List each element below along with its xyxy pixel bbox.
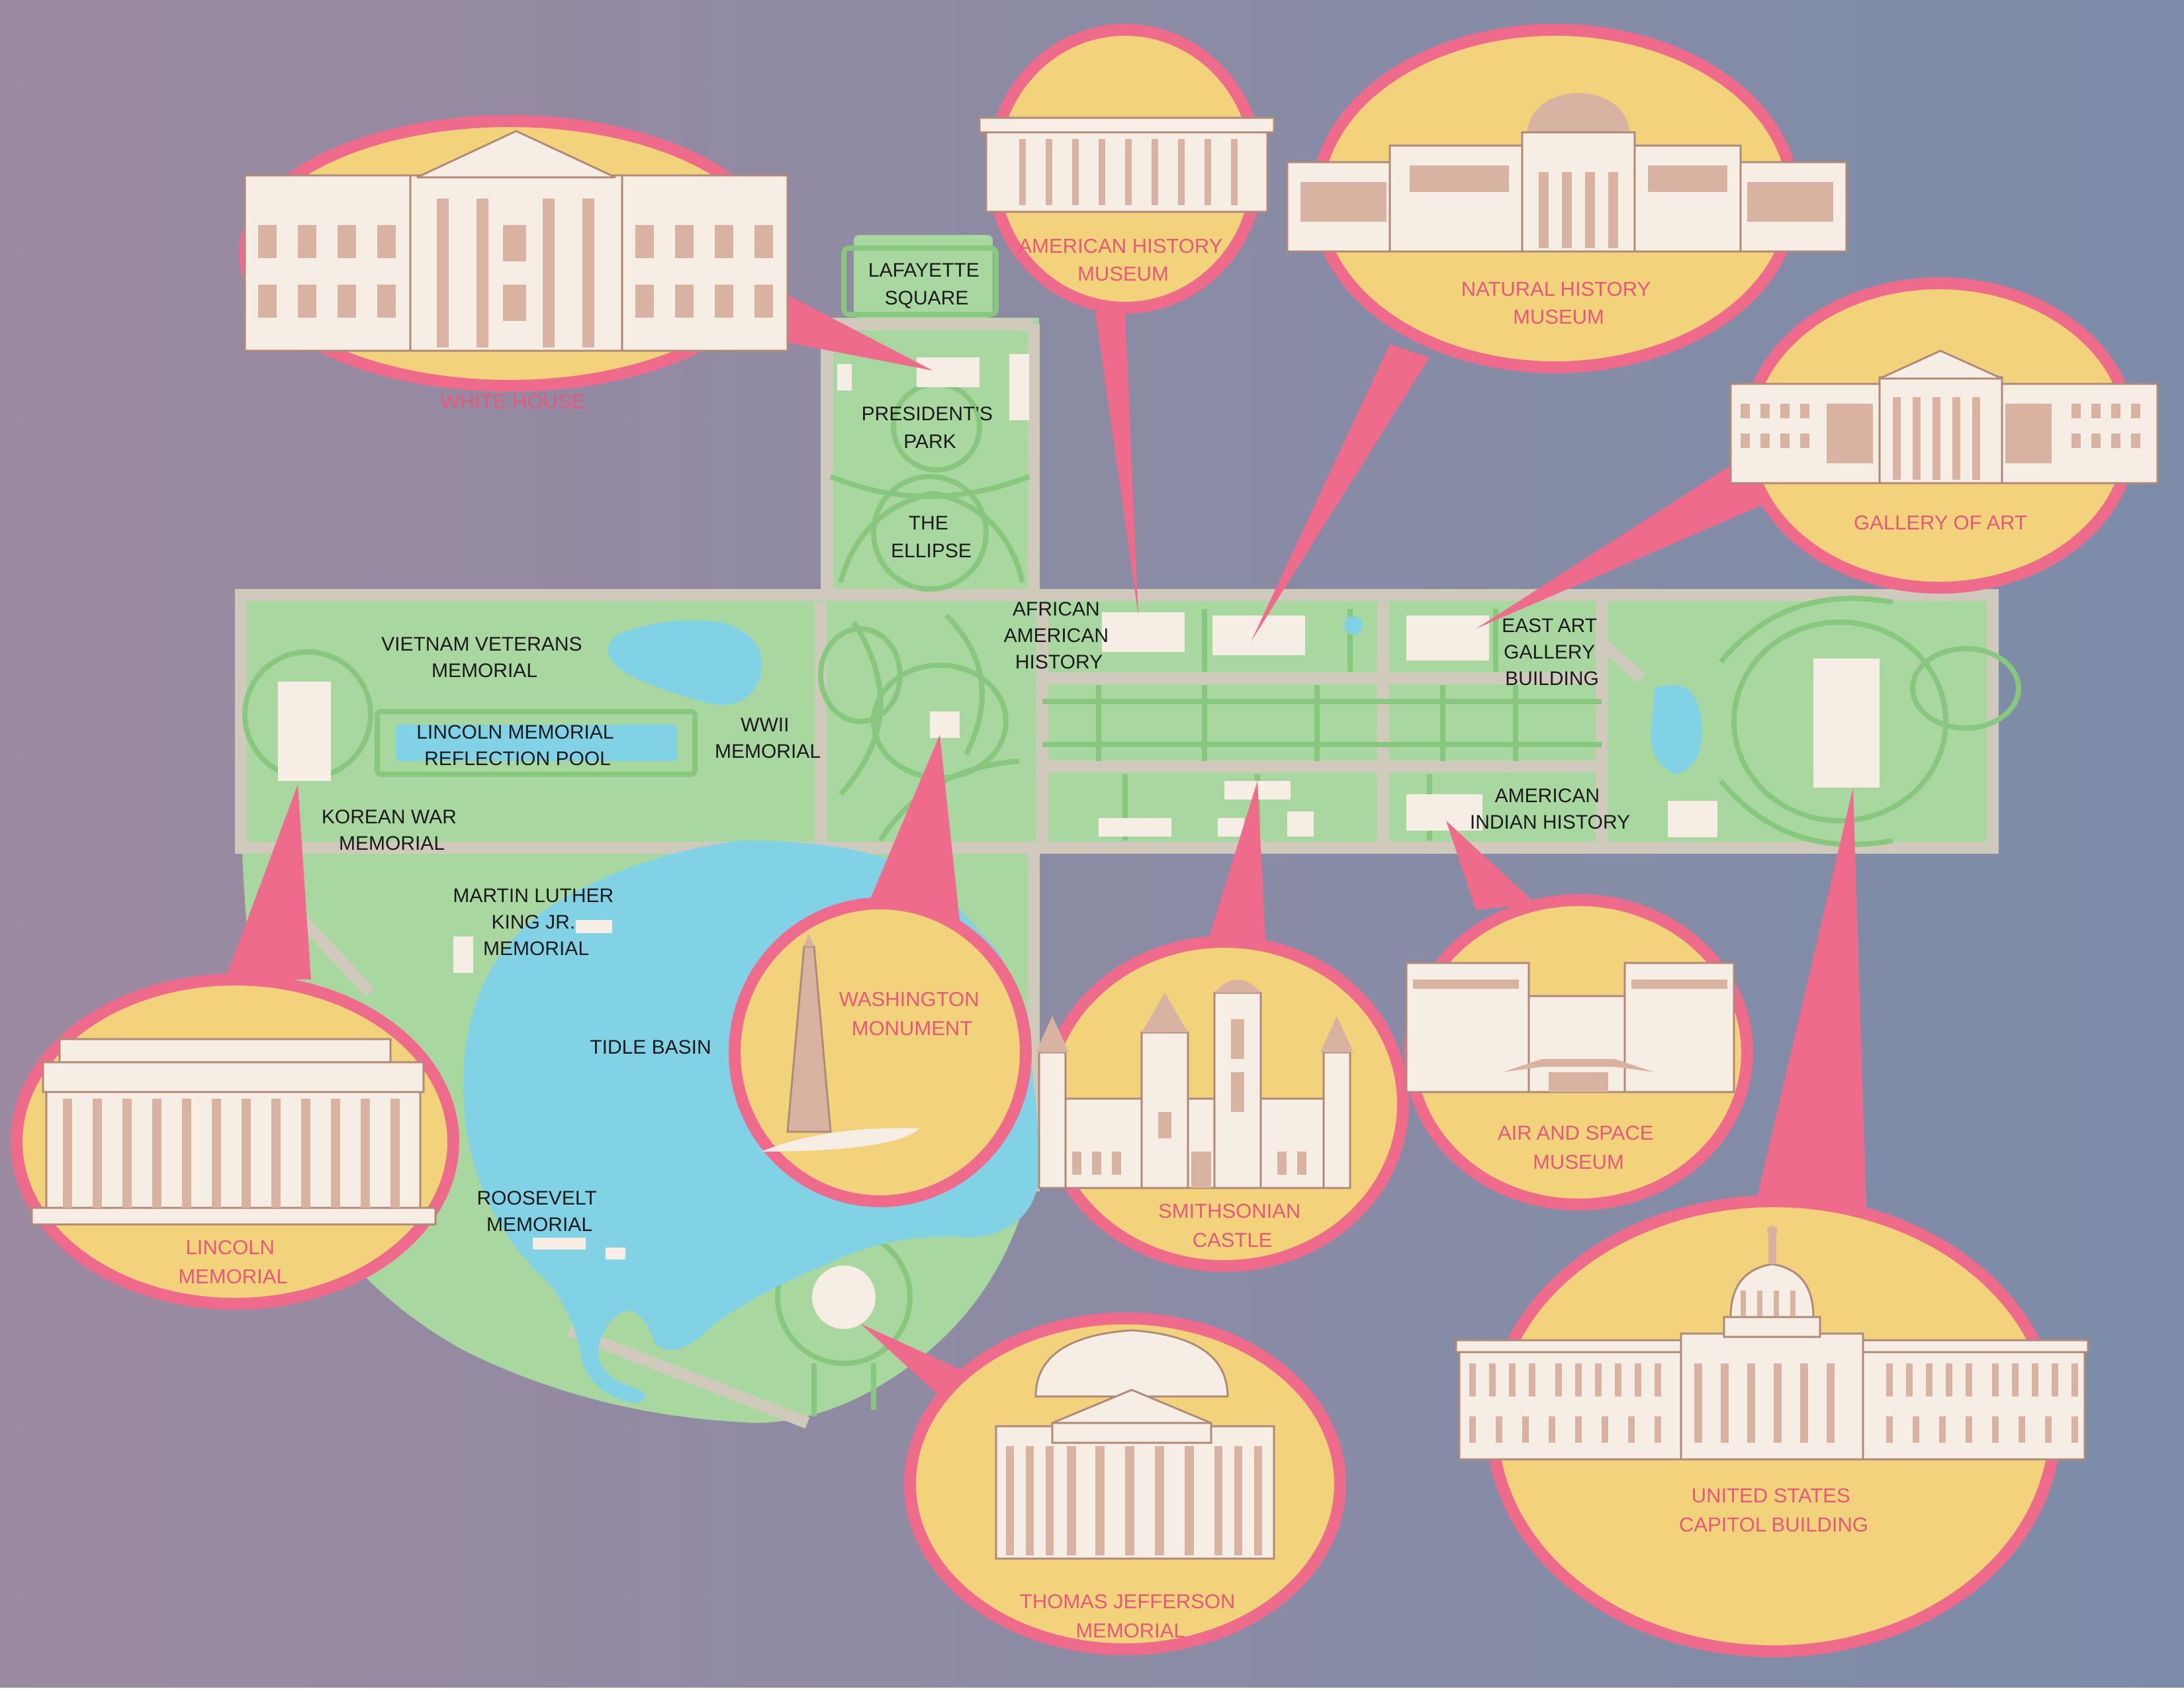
label-line: ELLIPSE (891, 540, 972, 562)
label-line: TIDLE BASIN (590, 1036, 711, 1058)
map-labels: LAFAYETTE SQUARE PRESIDENT’S PARK THE EL… (322, 259, 1630, 1236)
constitution-pond (608, 620, 762, 705)
callout-label: UNITED STATES (1692, 1484, 1850, 1507)
label-line: LINCOLN MEMORIAL (416, 721, 614, 743)
label-line: KING JR. (491, 911, 575, 933)
label-the-ellipse: THE ELLIPSE (891, 512, 972, 562)
callout-air-and-space-museum[interactable]: AIR AND SPACE MUSEUM (1404, 821, 1753, 1211)
callout-lincoln-memorial[interactable]: LINCOLN MEMORIAL (11, 784, 459, 1310)
callout-label: GALLERY OF ART (1854, 511, 2027, 534)
callout-label: AIR AND SPACE (1498, 1121, 1653, 1144)
label-line: INDIAN HISTORY (1470, 811, 1630, 833)
label-line: BUILDING (1505, 668, 1599, 690)
svg-text:LINCOLN MEMORIAL: LINCOLN MEMORIAL (178, 1236, 287, 1288)
callout-gallery-of-art[interactable]: GALLERY OF ART (1476, 277, 2159, 629)
callout-smithsonian-castle[interactable]: SMITHSONIAN CASTLE (1036, 781, 1409, 1272)
callout-label: NATURAL HISTORY (1461, 277, 1651, 300)
gallery-of-art-illustration (1729, 349, 2159, 484)
svg-text:GALLERY OF ART: GALLERY OF ART (1854, 511, 2027, 534)
label-tidle-basin: TIDLE BASIN (590, 1036, 711, 1058)
label-korean-war-memorial: KOREAN WAR MEMORIAL (322, 806, 462, 854)
label-line: GALLERY (1504, 641, 1595, 663)
label-lincoln-memorial-reflection-pool: LINCOLN MEMORIAL REFLECTION POOL (416, 721, 619, 770)
label-line: PRESIDENT’S (862, 403, 993, 425)
american-history-museum-illustration (978, 116, 1275, 213)
white-house-illustration (244, 130, 789, 352)
svg-text:WHITE HOUSE: WHITE HOUSE (441, 390, 586, 413)
svg-text:AIR AND SPACE MUSEUM: AIR AND SPACE MUSEUM (1498, 1121, 1659, 1173)
callout-label: THOMAS JEFFERSON (1020, 1590, 1236, 1613)
label-line: MEMORIAL (715, 741, 821, 762)
svg-text:SMITHSONIAN CASTLE: SMITHSONIAN CASTLE (1158, 1199, 1306, 1252)
label-lafayette-square: LAFAYETTE SQUARE (868, 259, 985, 309)
reflecting-pool (396, 725, 677, 761)
label-line: MEMORIAL (432, 660, 537, 682)
natural-history-museum-illustration (1286, 93, 1848, 253)
callout-washington-monument[interactable]: WASHINGTON MONUMENT (729, 735, 1032, 1207)
washington-monument-illustration (761, 933, 920, 1152)
label-line: AMERICAN (1495, 785, 1600, 807)
callout-label: MEMORIAL (1075, 1619, 1185, 1642)
svg-text:UNITED STATES CAPITOL: UNITED STATES CAPITOL BUILDING (1679, 1484, 1868, 1536)
label-wwii-memorial: WWII MEMORIAL (715, 714, 821, 762)
callout-white-house[interactable]: WHITE HOUSE (239, 115, 933, 413)
callout-label: CAPITOL BUILDING (1679, 1513, 1868, 1536)
callout-label: MUSEUM (1077, 262, 1169, 285)
label-line: KOREAN WAR (322, 806, 457, 828)
callout-label: SMITHSONIAN (1158, 1199, 1300, 1222)
map-base (235, 235, 2021, 1429)
callout-natural-history-museum[interactable]: NATURAL HISTORY MUSEUM (1251, 24, 1848, 642)
label-line: AFRICAN (1013, 598, 1100, 620)
label-line: HISTORY (1015, 651, 1103, 673)
callout-label: WHITE HOUSE (441, 390, 586, 413)
lafayette-square-park (854, 235, 993, 318)
label-mlk-memorial: MARTIN LUTHER KING JR. MEMORIAL (453, 885, 619, 960)
callout-label: MUSEUM (1533, 1150, 1624, 1173)
callout-thomas-jefferson-memorial[interactable]: THOMAS JEFFERSON MEMORIAL (860, 1312, 1346, 1655)
label-line: MEMORIAL (339, 833, 445, 854)
callout-american-history-museum[interactable]: AMERICAN HISTORY MUSEUM (978, 24, 1275, 616)
label-presidents-park: PRESIDENT’S PARK (862, 403, 999, 453)
label-line: SQUARE (885, 287, 969, 309)
label-line: REFLECTION POOL (424, 748, 611, 770)
callout-label: LINCOLN (186, 1236, 275, 1259)
label-american-indian-history: AMERICAN INDIAN HISTORY (1470, 785, 1630, 833)
svg-text:NATURAL HISTORY MUSEUM: NATURAL HISTORY MUSEUM (1461, 277, 1657, 328)
label-line: EAST ART (1502, 615, 1597, 637)
label-line: MEMORIAL (486, 1214, 592, 1236)
label-line: WWII (741, 714, 789, 736)
callouts: WHITE HOUSE AMERICAN HISTORY MUSEUM (11, 24, 2159, 1657)
callout-capitol-building[interactable]: UNITED STATES CAPITOL BUILDING (1455, 788, 2089, 1657)
lincoln-memorial-illustration (30, 1038, 437, 1226)
label-line: AMERICAN (1004, 625, 1109, 647)
label-line: ROOSEVELT (477, 1187, 597, 1209)
label-line: MEMORIAL (483, 938, 589, 960)
svg-text:THOMAS JEFFERSON MEMOR: THOMAS JEFFERSON MEMORIAL (1020, 1590, 1241, 1642)
map-buildings (278, 354, 1880, 1329)
label-african-american-history: AFRICAN AMERICAN HISTORY (1004, 598, 1115, 673)
label-line: VIETNAM VETERANS (381, 633, 582, 655)
callout-label: CASTLE (1193, 1228, 1273, 1252)
callout-label: MEMORIAL (178, 1265, 287, 1288)
capitol-reflecting-pool (1651, 685, 1702, 774)
label-line: LAFAYETTE (868, 259, 979, 281)
label-line: PARK (903, 431, 956, 453)
callout-label: MONUMENT (852, 1017, 973, 1040)
callout-label: AMERICAN HISTORY (1019, 234, 1222, 257)
label-line: THE (909, 512, 948, 534)
svg-text:WASHINGTON MONUMENT: WASHINGTON MONUMENT (839, 987, 985, 1040)
callout-label: WASHINGTON (839, 987, 979, 1011)
label-east-art-gallery-building: EAST ART GALLERY BUILDING (1502, 615, 1602, 690)
capitol-building-illustration (1455, 1226, 2089, 1461)
svg-text:AMERICAN HISTORY MUSEU: AMERICAN HISTORY MUSEUM (1019, 234, 1228, 285)
smithsonian-castle-illustration (1036, 980, 1353, 1189)
label-roosevelt-memorial: ROOSEVELT MEMORIAL (477, 1187, 602, 1236)
label-line: MARTIN LUTHER (453, 885, 614, 907)
label-vietnam-veterans-memorial: VIETNAM VETERANS MEMORIAL (381, 633, 588, 682)
air-and-space-museum-illustration (1405, 962, 1735, 1093)
thomas-jefferson-memorial-illustration (995, 1329, 1275, 1560)
callout-label: MUSEUM (1513, 305, 1604, 328)
